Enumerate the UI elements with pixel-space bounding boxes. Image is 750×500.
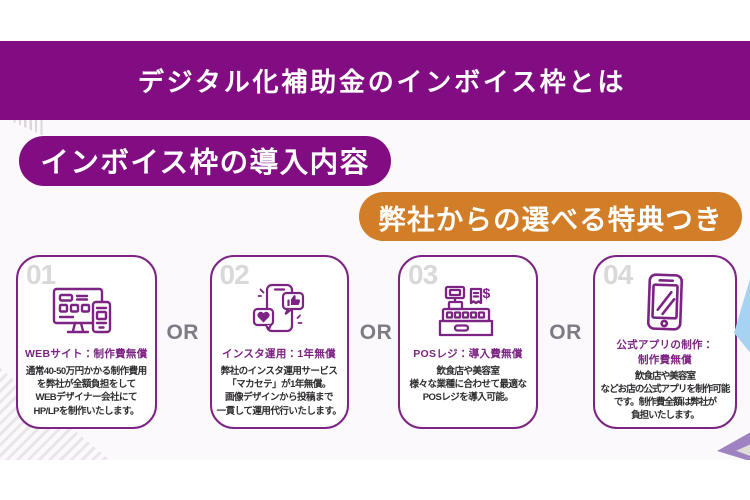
violet-arrow-decoration xyxy=(717,432,750,460)
gray-arrow-decoration xyxy=(736,444,750,456)
corner-shapes-decoration xyxy=(717,279,750,460)
text-line: 「マカセテ」が1年無償。 xyxy=(227,379,331,391)
text-line: インスタ運用：1年無償 xyxy=(222,347,336,360)
text-line: WEBサイト：制作費無償 xyxy=(24,347,148,360)
text-line: 制作費無償 xyxy=(638,353,692,366)
card-description: 弊社のインスタ運用サービス 「マカセテ」が1年無償。 画像デザインから投稿まで … xyxy=(212,365,347,418)
header-banner: デジタル化補助金のインボイス枠とは xyxy=(0,41,750,120)
section-heading-label: インボイス枠の導入内容 xyxy=(40,147,370,180)
or-separator: OR xyxy=(359,321,393,344)
text-line: を弊社が全額負担をして xyxy=(36,379,136,391)
card-number: 03 xyxy=(408,258,438,290)
card-number: 04 xyxy=(603,258,633,290)
option-card-app: 04 公式アプリの制作： 制作費無償 飲食店や美容室 などお店の公式アプリを制作… xyxy=(593,254,737,429)
text-line: 飲食店や美容室 xyxy=(436,366,500,377)
option-card-instagram: 02 インスタ運用：1年無償 弊社のインスタ運用サービス xyxy=(209,254,349,429)
text-line: 様々な業種に合わせて最適な xyxy=(409,379,527,391)
text-line: HP/LPを制作いたします。 xyxy=(33,405,140,417)
text-line: 通常40-50万円かかる制作費用 xyxy=(25,366,147,377)
text-line: POSレジ：導入費無償 xyxy=(413,347,523,360)
card-description: 飲食店や美容室 様々な業種に合わせて最適な POSレジを導入可能。 xyxy=(400,365,536,405)
text-line: 一貫して運用代行いたします。 xyxy=(216,405,342,417)
text-line: 公式アプリの制作： xyxy=(616,338,714,351)
page-title: デジタル化補助金のインボイス枠とは xyxy=(137,66,627,97)
text-line: です。制作費全額は弊社が xyxy=(613,396,717,408)
website-monitor-phone-icon xyxy=(18,287,155,339)
bonus-heading-pill: 弊社からの選べる特典つき xyxy=(359,192,742,241)
text-line: 飲食店や美容室 xyxy=(634,370,696,382)
card-description: 飲食店や美容室 などお店の公式アプリを制作可能 です。制作費全額は弊社が 負担い… xyxy=(595,370,735,423)
text-line: などお店の公式アプリを制作可能 xyxy=(600,383,730,395)
option-card-website: 01 WEBサイ xyxy=(16,254,157,429)
card-title: WEBサイト：制作費無償 xyxy=(18,347,155,361)
blue-triangle-decoration xyxy=(734,279,750,353)
smartphone-app-icon xyxy=(595,272,735,334)
or-separator: OR xyxy=(166,321,199,344)
section-heading-pill: インボイス枠の導入内容 xyxy=(19,135,391,186)
text-line: WEBデザイナー会社にて xyxy=(35,392,138,404)
card-number: 02 xyxy=(219,258,250,290)
text-line: 画像デザインから投稿まで xyxy=(224,392,334,404)
option-card-pos: 03 $ xyxy=(398,254,538,429)
slide-band: デジタル化補助金のインボイス枠とは インボイス枠の導入内容 弊社からの選べる特典… xyxy=(0,40,750,460)
text-line: POSレジを導入可能。 xyxy=(422,392,514,404)
text-line: 負担いたします。 xyxy=(631,410,700,422)
card-title: インスタ運用：1年無償 xyxy=(212,347,347,361)
svg-text:$: $ xyxy=(483,285,491,301)
card-description: 通常40-50万円かかる制作費用 を弊社が全額負担をして WEBデザイナー会社に… xyxy=(18,365,155,418)
bonus-heading-label: 弊社からの選べる特典つき xyxy=(378,203,723,235)
pos-register-icon: $ xyxy=(400,285,536,342)
card-title: 公式アプリの制作： 制作費無償 xyxy=(595,338,735,368)
text-line: 弊社のインスタ運用サービス xyxy=(220,366,338,377)
or-separator: OR xyxy=(549,321,582,344)
card-number: 01 xyxy=(26,258,56,290)
instagram-phone-icon xyxy=(212,283,347,341)
card-title: POSレジ：導入費無償 xyxy=(400,347,536,361)
